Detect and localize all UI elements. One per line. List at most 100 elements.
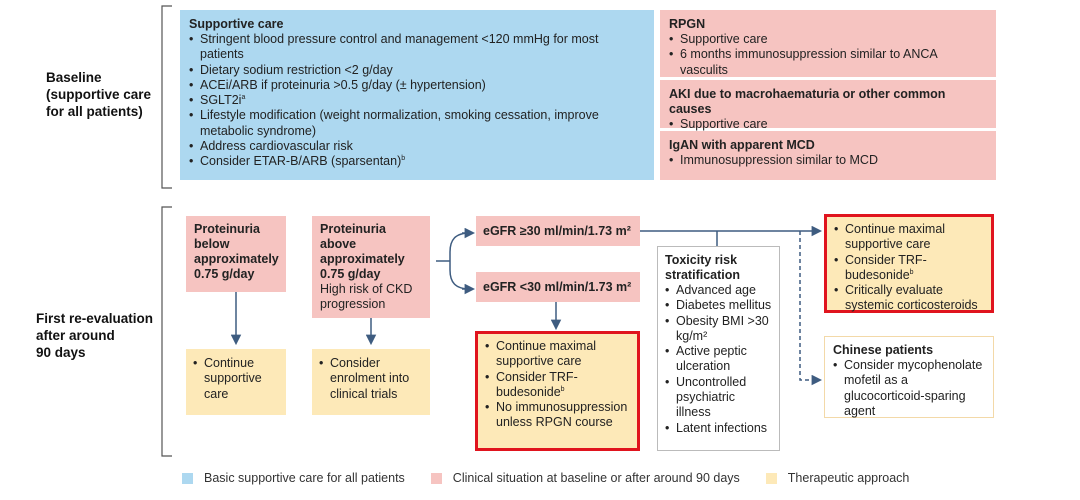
- list-item: Immunosuppression similar to MCD: [669, 153, 987, 169]
- low-egfr-approach-box: Continue maximal supportive care Conside…: [475, 331, 640, 451]
- supportive-care-box: Supportive care Stringent blood pressure…: [180, 10, 654, 180]
- list-item: Active peptic ulceration: [665, 344, 772, 375]
- legend: Basic supportive care for all patients C…: [182, 470, 942, 486]
- legend-swatch-pink: [430, 472, 442, 484]
- prot-above-line: 0.75 g/day: [320, 267, 381, 281]
- high-egfr-approach-box: Continue maximal supportive care Conside…: [824, 214, 994, 313]
- list-item: Supportive care: [669, 32, 987, 48]
- igan-mcd-title: IgAN with apparent MCD: [669, 138, 815, 152]
- list-item: Obesity BMI >30 kg/m²: [665, 314, 772, 345]
- toxicity-title: Toxicity risk stratification: [665, 253, 741, 282]
- list-item: Supportive care: [669, 117, 987, 133]
- item-text: Uncontrolled psychiatric illness: [676, 374, 747, 420]
- list-item: Diabetes mellitus: [665, 298, 772, 314]
- list-item: Advanced age: [665, 283, 772, 299]
- prot-below-line: Proteinuria: [194, 222, 260, 236]
- chinese-title: Chinese patients: [833, 343, 934, 357]
- item-text: Consider TRF-budesonide: [845, 252, 927, 282]
- proteinuria-above-box: Proteinuria above approximately 0.75 g/d…: [312, 216, 430, 318]
- list-item: Consider ETAR-B/ARB (sparsentan)b: [189, 154, 645, 170]
- prot-above-line: High risk of CKD: [320, 282, 413, 296]
- split-brace: [449, 232, 471, 290]
- footnote-mark: a: [241, 94, 246, 102]
- supportive-care-title: Supportive care: [189, 17, 284, 31]
- list-item: Lifestyle modification (weight normaliza…: [189, 108, 645, 139]
- item-text: Diabetes mellitus: [676, 298, 772, 313]
- enrolment-box: Consider enrolment into clinical trials: [312, 349, 430, 415]
- item-text: Consider ETAR-B/ARB (sparsentan): [200, 154, 402, 169]
- item-text: 6 months immunosuppression similar to AN…: [680, 47, 938, 77]
- list-item: Consider TRF-budesonideb: [485, 370, 630, 401]
- list-item: Uncontrolled psychiatric illness: [665, 375, 772, 421]
- legend-swatch-blue: [182, 472, 193, 484]
- baseline-label-line: for all patients): [46, 104, 143, 119]
- reevaluation-label-line: First re-evaluation: [36, 311, 154, 326]
- prot-below-line: below: [194, 237, 230, 251]
- item-text: SGLT2i: [200, 93, 242, 108]
- chinese-patients-box: Chinese patients Consider mycophenolate …: [824, 336, 994, 418]
- item-text: Supportive care: [680, 117, 768, 131]
- list-item: Stringent blood pressure control and man…: [189, 32, 645, 63]
- item-text: Obesity BMI >30 kg/m²: [676, 313, 769, 343]
- item-text: Advanced age: [676, 283, 756, 297]
- item-text: Continue maximal supportive care: [496, 339, 597, 369]
- baseline-label-line: (supportive care: [46, 87, 152, 102]
- prot-above-line: approximately: [320, 252, 405, 266]
- list-item: 6 months immunosuppression similar to AN…: [669, 47, 987, 78]
- item-text: Supportive care: [680, 32, 768, 46]
- item-text: Critically evaluate systemic corticoster…: [845, 283, 978, 313]
- igan-mcd-box: IgAN with apparent MCD Immunosuppression…: [660, 131, 996, 180]
- prot-above-line: Proteinuria above: [320, 222, 386, 251]
- item-text: Address cardiovascular risk: [200, 139, 353, 154]
- legend-label: Basic supportive care for all patients: [204, 471, 405, 485]
- footnote-mark: b: [401, 155, 406, 163]
- list-item: Consider TRF-budesonideb: [834, 253, 984, 284]
- prot-below-line: approximately: [194, 252, 279, 266]
- legend-label: Therapeutic approach: [787, 471, 910, 485]
- legend-label: Clinical situation at baseline or after …: [452, 471, 740, 485]
- baseline-bracket: [161, 5, 172, 189]
- list-item: Continue maximal supportive care: [485, 339, 630, 370]
- list-item: Dietary sodium restriction <2 g/day: [189, 63, 645, 79]
- reevaluation-label: First re-evaluation after around 90 days: [36, 310, 161, 361]
- list-item: Address cardiovascular risk: [189, 139, 645, 155]
- item-text: Lifestyle modification (weight normaliza…: [200, 108, 599, 138]
- list-item: Latent infections: [665, 420, 772, 437]
- item-text: Active peptic ulceration: [676, 344, 747, 374]
- item-text: Consider mycophenolate mofetil as a gluc…: [844, 358, 983, 418]
- rpgn-title: RPGN: [669, 17, 706, 31]
- rpgn-box: RPGN Supportive care 6 months immunosupp…: [660, 10, 996, 77]
- item-text: No immunosuppression unless RPGN course: [496, 400, 628, 430]
- prot-below-line: 0.75 g/day: [194, 267, 255, 281]
- item-text: Continue supportive care: [204, 356, 262, 401]
- item-text: Stringent blood pressure control and man…: [200, 32, 599, 62]
- list-item: Continue maximal supportive care: [834, 222, 984, 253]
- footnote-mark: b: [560, 385, 565, 393]
- item-text: Latent infections: [676, 420, 768, 435]
- reevaluation-bracket: [161, 206, 172, 457]
- baseline-label: Baseline (supportive care for all patien…: [46, 69, 156, 120]
- continue-supportive-box: Continue supportive care: [186, 349, 286, 415]
- item-text: Continue maximal supportive care: [845, 222, 946, 252]
- list-item: SGLT2ia: [189, 93, 645, 109]
- item-text: Consider enrolment into clinical trials: [330, 356, 410, 401]
- prot-above-line: progression: [320, 297, 386, 311]
- legend-swatch-yellow: [765, 472, 777, 484]
- list-item: No immunosuppression unless RPGN course: [485, 400, 630, 431]
- reevaluation-label-line: 90 days: [36, 345, 86, 360]
- list-item: ACEi/ARB if proteinuria >0.5 g/day (± hy…: [189, 78, 645, 94]
- item-text: Consider TRF-budesonide: [496, 369, 578, 399]
- item-text: Immunosuppression similar to MCD: [680, 153, 878, 167]
- baseline-label-line: Baseline: [46, 70, 102, 85]
- egfr-low-box: eGFR <30 ml/min/1.73 m²: [476, 272, 640, 302]
- proteinuria-below-box: Proteinuria below approximately 0.75 g/d…: [186, 216, 286, 292]
- aki-box: AKI due to macrohaematuria or other comm…: [660, 80, 996, 133]
- list-item: Critically evaluate systemic corticoster…: [834, 283, 984, 314]
- egfr-high-box: eGFR ≥30 ml/min/1.73 m²: [476, 216, 640, 246]
- toxicity-box: Toxicity risk stratification Advanced ag…: [657, 246, 780, 451]
- dashed-arrow-chinese: [799, 231, 823, 386]
- reevaluation-label-line: after around: [36, 328, 115, 343]
- list-item: Continue supportive care: [193, 356, 279, 402]
- footnote-mark: b: [909, 268, 914, 276]
